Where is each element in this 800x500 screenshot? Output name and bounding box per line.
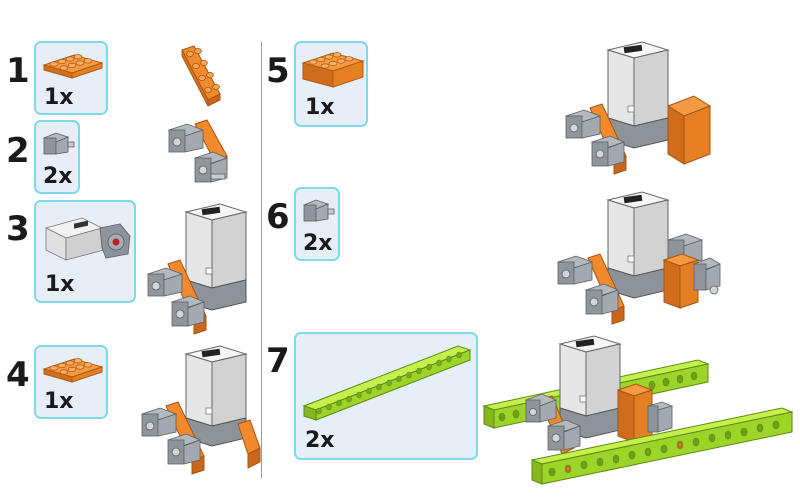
step-1-callout: 1x (34, 41, 108, 115)
step-2-axle-brick-assembly (167, 119, 229, 183)
orange-brick-2x4-icon (301, 52, 365, 88)
step-5-quantity: 1x (305, 95, 335, 120)
step-6-quantity: 2x (303, 231, 333, 256)
orange-plate-2x4-icon (42, 358, 104, 383)
step-5-number: 5 (266, 51, 290, 91)
step-1-orange-plate-assembly (181, 45, 221, 107)
step-6-number: 6 (266, 197, 290, 237)
step-6-motor-assembly (556, 191, 721, 325)
step-7-final-assembly (482, 335, 794, 485)
step-2-quantity: 2x (43, 164, 73, 189)
step-4-motor-assembly (140, 345, 261, 475)
step-5-callout: 1x (294, 41, 368, 127)
step-4-number: 4 (6, 355, 30, 395)
step-7-number: 7 (266, 341, 290, 381)
step-7-callout: 2x (294, 332, 478, 460)
step-1-quantity: 1x (44, 85, 74, 110)
step-7-quantity: 2x (305, 428, 335, 453)
step-2-callout: 2x (34, 120, 80, 194)
step-3-callout: 1x (34, 200, 136, 303)
lime-technic-beam-15-icon (302, 345, 472, 421)
gray-axle-brick-icon (302, 199, 335, 222)
column-divider (261, 42, 262, 478)
step-6-callout: 2x (294, 187, 340, 261)
step-5-motor-assembly (564, 41, 712, 175)
step-3-motor-assembly (146, 203, 248, 335)
medium-motor-icon (44, 217, 131, 261)
step-3-number: 3 (6, 209, 30, 249)
orange-plate-2x4-icon (42, 54, 104, 79)
step-2-number: 2 (6, 131, 30, 171)
step-4-quantity: 1x (44, 389, 74, 414)
step-1-number: 1 (6, 51, 30, 91)
gray-axle-brick-icon (42, 132, 75, 155)
step-4-callout: 1x (34, 345, 108, 419)
step-3-quantity: 1x (45, 272, 75, 297)
